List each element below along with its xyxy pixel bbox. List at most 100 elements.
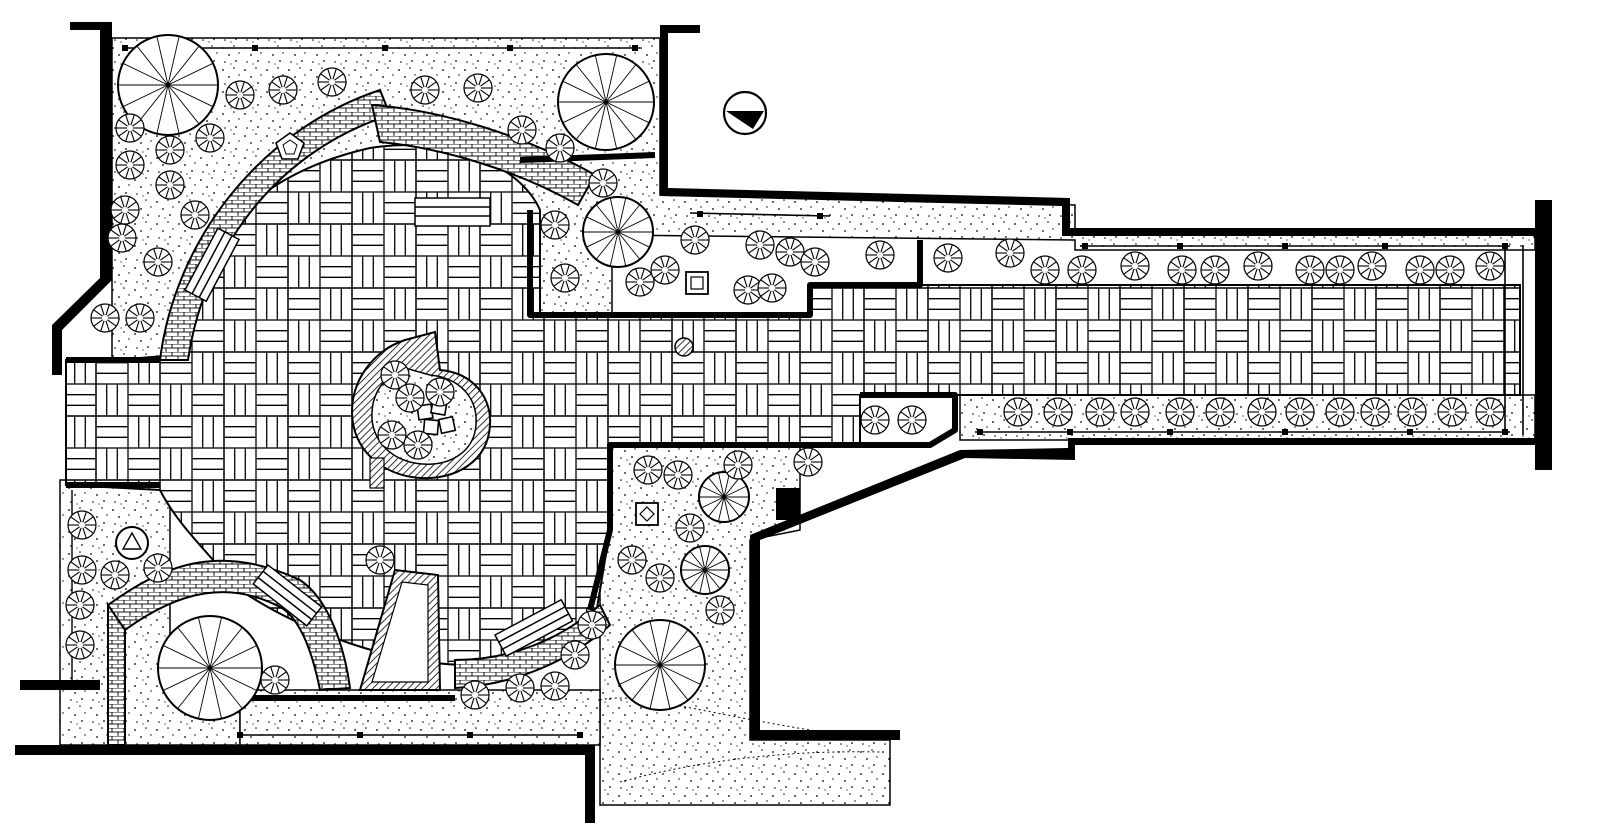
shrub-icon — [1243, 251, 1273, 281]
fence-post — [1177, 243, 1183, 249]
shrub-icon — [1120, 251, 1150, 281]
raised-bed-borders — [66, 152, 958, 701]
tree-canopy-icon — [157, 615, 263, 721]
shrub-icon — [1165, 397, 1195, 427]
shrub-icon — [1200, 255, 1230, 285]
shrub-icon — [395, 383, 425, 413]
fence-post — [1282, 429, 1288, 435]
fence-post — [237, 732, 243, 738]
shrub-icon — [1120, 397, 1150, 427]
bench-icon — [252, 563, 323, 627]
shrub-icon — [1085, 397, 1115, 427]
planter-icon — [275, 132, 305, 160]
shrub-icon — [1405, 255, 1435, 285]
shrub-icon — [663, 460, 693, 490]
shrub-icon — [460, 680, 490, 710]
shrub-icon — [1067, 255, 1097, 285]
shrub-icon — [550, 263, 580, 293]
shrub-icon — [680, 225, 710, 255]
garden-path — [599, 697, 881, 783]
fence-post — [1382, 243, 1388, 249]
north-arrow-icon — [722, 90, 768, 136]
drain-grate-icon — [674, 337, 694, 357]
shrub-icon — [757, 273, 787, 303]
fence-post — [1082, 243, 1088, 249]
tree-canopy-icon — [698, 471, 750, 523]
shrub-icon — [377, 420, 407, 450]
fence-post — [1067, 429, 1073, 435]
drain-grate-icon — [369, 457, 385, 489]
wedge-planter — [358, 568, 442, 691]
shrub-icon — [115, 150, 145, 180]
shrub-icon — [650, 255, 680, 285]
fence-post — [577, 732, 583, 738]
shrub-icon — [225, 80, 255, 110]
shrub-icon — [645, 563, 675, 593]
shrub-icon — [317, 67, 347, 97]
shrub-icon — [505, 673, 535, 703]
bench-icon — [183, 227, 241, 303]
shrub-icon — [723, 450, 753, 480]
fence-post — [977, 429, 983, 435]
bench-icon — [414, 197, 491, 227]
fence-post — [1167, 429, 1173, 435]
shrub-icon — [1205, 397, 1235, 427]
shrub-icon — [1003, 397, 1033, 427]
shrub-icon — [65, 630, 95, 660]
shrub-icon — [1360, 397, 1390, 427]
shrub-icon — [365, 545, 395, 575]
shrub-icon — [410, 75, 440, 105]
shrub-icon — [577, 610, 607, 640]
shrub-icon — [67, 555, 97, 585]
fence-post — [467, 732, 473, 738]
shrub-icon — [380, 360, 410, 390]
shrub-icon — [180, 200, 210, 230]
shrub-icon — [560, 640, 590, 670]
shrub-icon — [143, 553, 173, 583]
shrub-icon — [1285, 397, 1315, 427]
shrub-icon — [463, 73, 493, 103]
fence-post — [122, 45, 128, 51]
shrub-icon — [100, 560, 130, 590]
shrub-icon — [793, 447, 823, 477]
shrub-icon — [143, 247, 173, 277]
fence-post — [507, 45, 513, 51]
tree-canopy-icon — [614, 619, 706, 711]
shrub-icon — [705, 595, 735, 625]
shrub-icon — [268, 75, 298, 105]
shrub-icon — [775, 237, 805, 267]
shrub-icon — [800, 247, 830, 277]
shrub-icon — [617, 545, 647, 575]
shrub-icon — [1325, 397, 1355, 427]
shrub-icon — [540, 210, 570, 240]
tree-canopy-icon — [582, 196, 654, 268]
shrub-icon — [403, 430, 433, 460]
shrub-icon — [195, 123, 225, 153]
shrub-icon — [155, 170, 185, 200]
shrub-icon — [1247, 397, 1277, 427]
shrub-icon — [633, 455, 663, 485]
planters — [115, 132, 709, 560]
shrub-icon — [90, 303, 120, 333]
fence-post — [697, 211, 703, 217]
building-walls — [15, 22, 1552, 823]
benches — [183, 197, 574, 658]
shrub-icon — [107, 223, 137, 253]
shrub-icon — [425, 377, 455, 407]
planter-icon — [635, 502, 659, 526]
fence-post — [632, 45, 638, 51]
shrub-icon — [1357, 251, 1387, 281]
shrub-icon — [588, 168, 618, 198]
shrub-icon — [933, 243, 963, 273]
tree-canopy-icon — [680, 545, 730, 595]
shrub-icon — [865, 240, 895, 270]
shrub-icon — [155, 135, 185, 165]
shrub-icon — [860, 405, 890, 435]
fence-post — [1502, 429, 1508, 435]
fence-posts — [122, 45, 1508, 738]
shrub-icon — [1475, 397, 1505, 427]
shrub-icon — [1437, 397, 1467, 427]
shrub-icon — [65, 590, 95, 620]
fence-post — [357, 732, 363, 738]
